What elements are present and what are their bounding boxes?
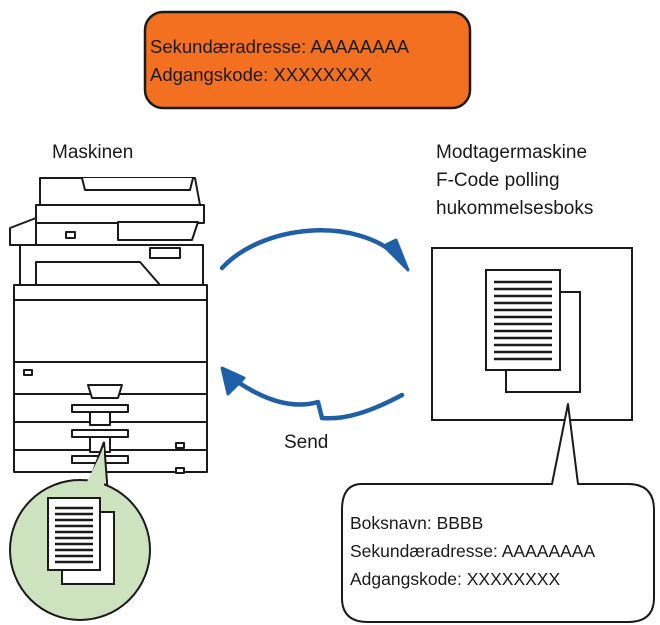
- arrow-send-to-machine: [220, 366, 405, 421]
- callout-line3: Adgangskode: XXXXXXXX: [350, 569, 561, 589]
- receiver-label-line1: Modtagermaskine: [436, 142, 588, 163]
- arrow-to-receiver: [219, 228, 410, 272]
- printer-icon: [9, 177, 208, 474]
- machine-label: Maskinen: [52, 142, 134, 163]
- document-stack-icon-left: [47, 497, 115, 585]
- callout-line1: Boksnavn: BBBB: [350, 513, 484, 533]
- top-note-line1: Sekundæradresse: AAAAAAAA: [150, 36, 410, 57]
- top-note-line2: Adgangskode: XXXXXXXX: [150, 64, 373, 85]
- document-stack-icon-right: [485, 269, 581, 393]
- receiver-label-line2: F-Code polling: [436, 170, 560, 191]
- callout-box: [341, 403, 655, 623]
- callout-line2: Sekundæradresse: AAAAAAAA: [350, 541, 596, 561]
- top-note-box: [143, 10, 472, 110]
- receiver-label-line3: hukommelsesboks: [436, 198, 594, 219]
- send-label: Send: [284, 432, 329, 453]
